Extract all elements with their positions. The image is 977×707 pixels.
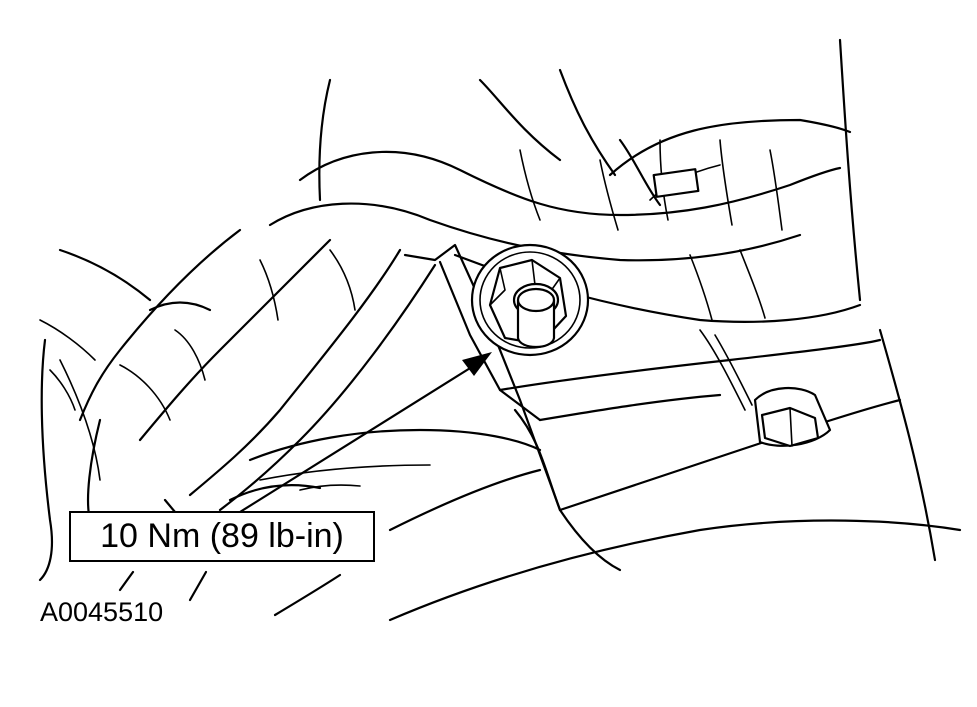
mounting-bracket [403, 243, 902, 512]
arrow-head-icon [462, 352, 492, 376]
torque-spec-label: 10 Nm (89 lb-in) [69, 511, 375, 562]
bracket-bolt [753, 386, 832, 448]
wiring-harness [268, 138, 862, 323]
callout-leaders [118, 352, 492, 602]
lower-body [228, 249, 962, 622]
left-harness [38, 228, 437, 582]
torque-spec-text: 10 Nm (89 lb-in) [100, 517, 344, 555]
upper-body-panel [318, 38, 937, 562]
stud-nut [470, 243, 590, 357]
figure-id-label: A0045510 [40, 597, 164, 627]
